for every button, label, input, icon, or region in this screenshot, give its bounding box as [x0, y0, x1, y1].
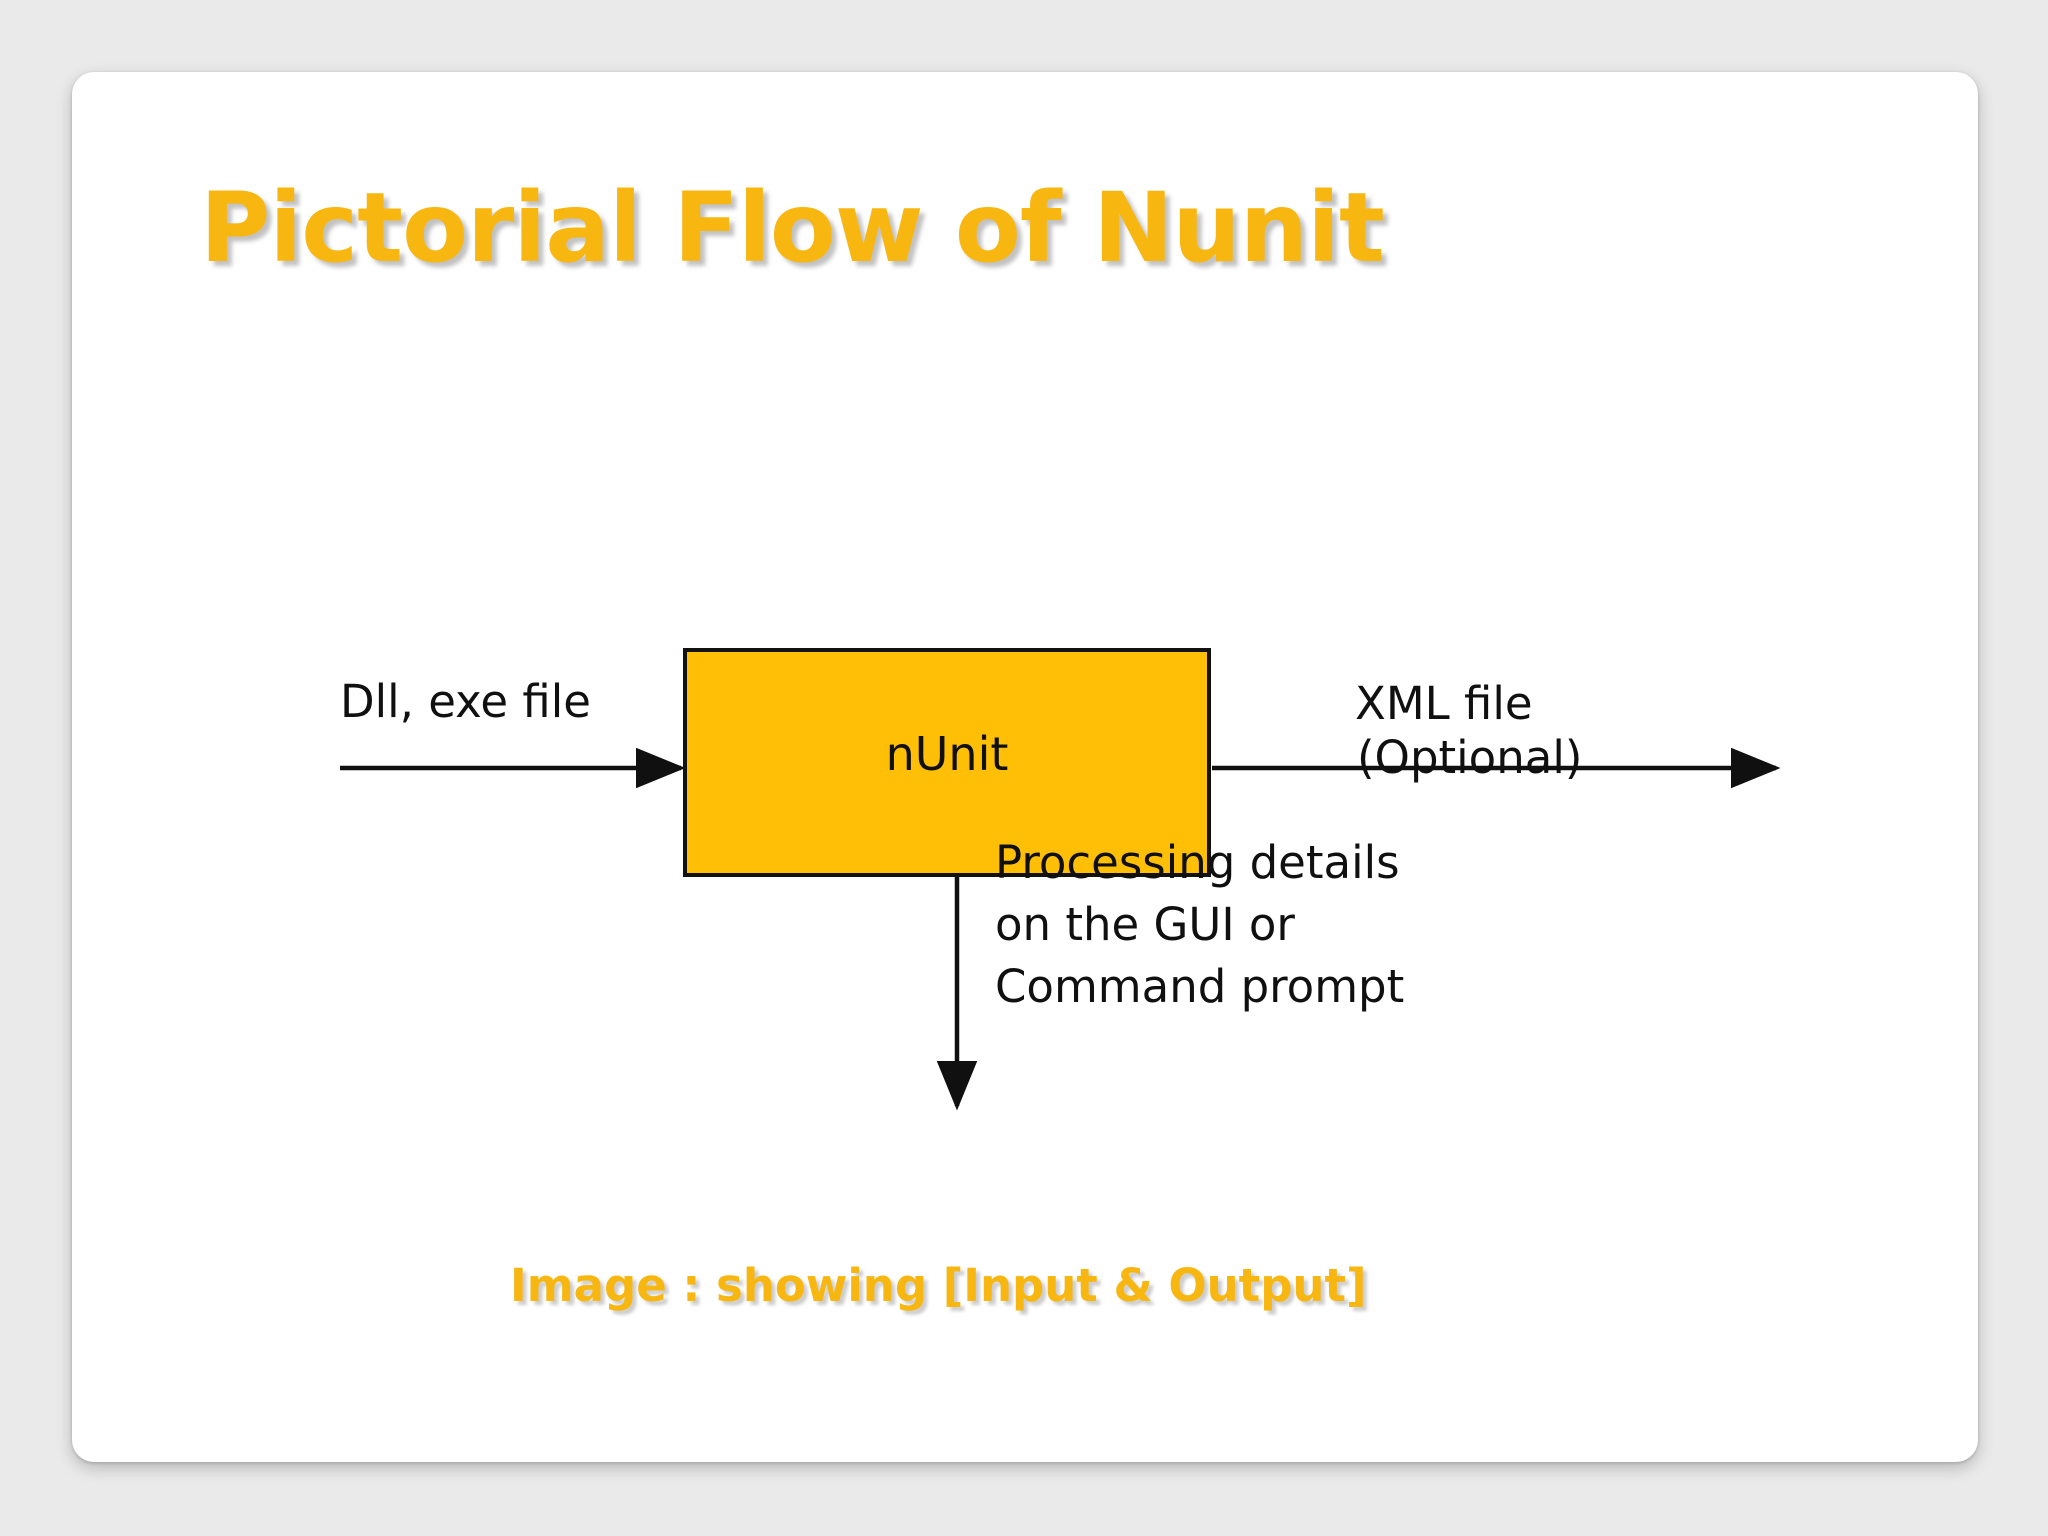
down-arrow-label: Processing details on the GUI or Command… — [995, 832, 1455, 1018]
diagram-caption: Image : showing [Input & Output] — [510, 1259, 1367, 1312]
down-arrow-label-line2: on the GUI or — [995, 898, 1295, 951]
down-arrow-label-line1: Processing details — [995, 836, 1400, 889]
down-arrow-label-line3: Command prompt — [995, 960, 1405, 1013]
flow-diagram: nUnit Dll, exe file XML file (Optional) … — [72, 72, 1978, 1462]
nunit-box-label: nUnit — [885, 727, 1009, 781]
diagram-arrows — [340, 747, 1781, 1111]
output-arrow-label-above: XML file — [1355, 677, 1533, 730]
slide-card: Pictorial Flow of Nunit nUnit Dll, exe — [72, 72, 1978, 1462]
page-title: Pictorial Flow of Nunit — [200, 172, 1385, 284]
output-arrow-label-below: (Optional) — [1357, 731, 1583, 784]
input-arrow-label: Dll, exe file — [340, 675, 591, 728]
nunit-box: nUnit — [683, 648, 1211, 877]
